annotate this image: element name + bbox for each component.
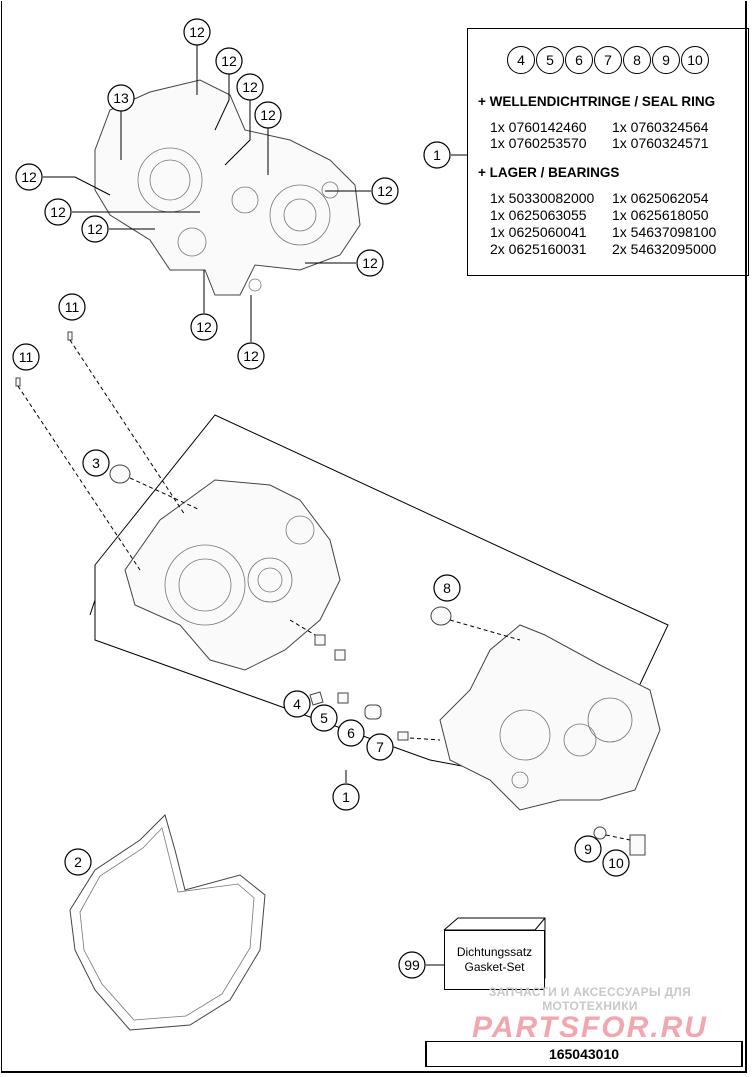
bearing-part: 1x 54637098100 — [612, 224, 717, 240]
gasket-kit-label-en: Gasket-Set — [464, 960, 525, 974]
seal-ring-part: 1x 0760142460 — [490, 119, 587, 135]
bearing-part: 2x 54632095000 — [612, 241, 717, 257]
gasket-kit-label-de: Dichtungssatz — [456, 945, 533, 959]
callout-2[interactable]: 2 — [64, 848, 92, 876]
svg-text:11: 11 — [19, 349, 34, 365]
diagram-part-number: 165043010 — [548, 1046, 620, 1062]
svg-text:12: 12 — [189, 24, 205, 40]
svg-text:2: 2 — [74, 854, 82, 870]
item-callout[interactable]: 5 — [536, 46, 564, 74]
callout-8[interactable]: 8 — [433, 574, 461, 602]
bearing-part: 1x 0625618050 — [612, 207, 709, 223]
seal-ring-list: 1x 0760142460 1x 0760324564 1x 076025357… — [490, 119, 748, 151]
svg-text:4: 4 — [293, 696, 301, 712]
watermark-tagline: ЗАПЧАСТИ И АКСЕССУАРЫ ДЛЯ МОТОТЕХНИКИ — [488, 985, 692, 1013]
svg-text:99: 99 — [404, 957, 420, 973]
bearings-list: 1x 50330082000 1x 0625062054 1x 06250630… — [490, 190, 748, 258]
watermark-logo: PARTSFOR.RU — [472, 1011, 708, 1044]
svg-text:3: 3 — [92, 455, 100, 471]
callout-11[interactable]: 11 — [12, 343, 40, 371]
svg-text:12: 12 — [242, 79, 258, 95]
part-number-bar: 165043010 — [425, 1041, 743, 1067]
callout-12[interactable]: 12 — [15, 163, 43, 191]
callout-12[interactable]: 12 — [356, 249, 384, 277]
callout-99[interactable]: 99 — [398, 951, 426, 979]
callout-5[interactable]: 5 — [310, 704, 338, 732]
svg-text:12: 12 — [221, 53, 237, 69]
crankcase-top-view — [94, 79, 361, 296]
callout-6[interactable]: 6 — [337, 719, 365, 747]
bearing-part: 1x 0625063055 — [490, 207, 587, 223]
left-crankcase — [124, 479, 341, 671]
callout-12[interactable]: 12 — [44, 198, 72, 226]
callouts: 12 12 12 12 13 12 12 12 12 12 12 12 1 11… — [12, 18, 630, 979]
item-callout[interactable]: 10 — [681, 46, 709, 74]
seal-ring-part: 1x 0760324571 — [612, 135, 709, 151]
callout-13[interactable]: 13 — [107, 84, 135, 112]
seal-ring-heading: + WELLENDICHTRINGE / SEAL RING — [478, 94, 716, 109]
svg-text:12: 12 — [50, 204, 66, 220]
svg-text:1: 1 — [433, 147, 441, 163]
callout-1[interactable]: 1 — [332, 783, 360, 811]
bearings-heading: + LAGER / BEARINGS — [478, 165, 620, 180]
item-callout[interactable]: 4 — [507, 46, 535, 74]
callout-12[interactable]: 12 — [215, 47, 243, 75]
gasket-kit-box[interactable]: Dichtungssatz Gasket-Set — [444, 930, 545, 990]
assembly-lines — [17, 339, 631, 841]
svg-text:12: 12 — [87, 221, 103, 237]
svg-text:12: 12 — [243, 348, 259, 364]
callout-7[interactable]: 7 — [366, 733, 394, 761]
item-callout[interactable]: 8 — [623, 46, 651, 74]
callout-4[interactable]: 4 — [283, 690, 311, 718]
gasket — [69, 814, 266, 1031]
callout-12[interactable]: 12 — [237, 342, 265, 370]
svg-text:12: 12 — [377, 183, 393, 199]
callout-12[interactable]: 12 — [81, 215, 109, 243]
item-callout[interactable]: 6 — [565, 46, 593, 74]
svg-text:12: 12 — [362, 255, 378, 271]
svg-text:7: 7 — [376, 739, 384, 755]
seal-ring-part: 1x 0760324564 — [612, 119, 709, 135]
callout-10[interactable]: 10 — [602, 849, 630, 877]
item-callout[interactable]: 7 — [594, 46, 622, 74]
svg-text:1: 1 — [342, 789, 350, 805]
bearing-part: 2x 0625160031 — [490, 241, 587, 257]
callout-9[interactable]: 9 — [574, 835, 602, 863]
svg-text:9: 9 — [584, 841, 592, 857]
callout-12[interactable]: 12 — [236, 73, 264, 101]
callout-3[interactable]: 3 — [82, 449, 110, 477]
svg-text:13: 13 — [113, 90, 129, 106]
crankcase-contents-box: 4 5 6 7 8 9 10 + WELLENDICHTRINGE / SEAL… — [467, 28, 749, 276]
item-callout[interactable]: 9 — [652, 46, 680, 74]
callout-11[interactable]: 11 — [58, 293, 86, 321]
svg-text:12: 12 — [260, 107, 276, 123]
small-parts — [15, 331, 646, 856]
bearing-part: 1x 50330082000 — [490, 190, 595, 206]
svg-text:11: 11 — [65, 299, 80, 315]
right-crankcase — [439, 624, 661, 811]
callout-1-infobox[interactable]: 1 — [423, 141, 451, 169]
svg-text:5: 5 — [320, 710, 328, 726]
leader-lines-top — [43, 44, 467, 342]
svg-text:8: 8 — [443, 580, 451, 596]
callout-12[interactable]: 12 — [190, 313, 218, 341]
callout-12[interactable]: 12 — [371, 177, 399, 205]
svg-text:12: 12 — [196, 319, 212, 335]
included-items: 4 5 6 7 8 9 10 — [468, 46, 748, 74]
svg-text:12: 12 — [21, 169, 37, 185]
watermark: ЗАПЧАСТИ И АКСЕССУАРЫ ДЛЯ МОТОТЕХНИКИ PA… — [440, 985, 740, 1045]
svg-text:10: 10 — [608, 855, 624, 871]
seal-ring-part: 1x 0760253570 — [490, 135, 587, 151]
callout-12[interactable]: 12 — [254, 101, 282, 129]
svg-text:6: 6 — [347, 725, 355, 741]
bearing-part: 1x 0625060041 — [490, 224, 587, 240]
bearing-part: 1x 0625062054 — [612, 190, 709, 206]
callout-12[interactable]: 12 — [183, 18, 211, 46]
